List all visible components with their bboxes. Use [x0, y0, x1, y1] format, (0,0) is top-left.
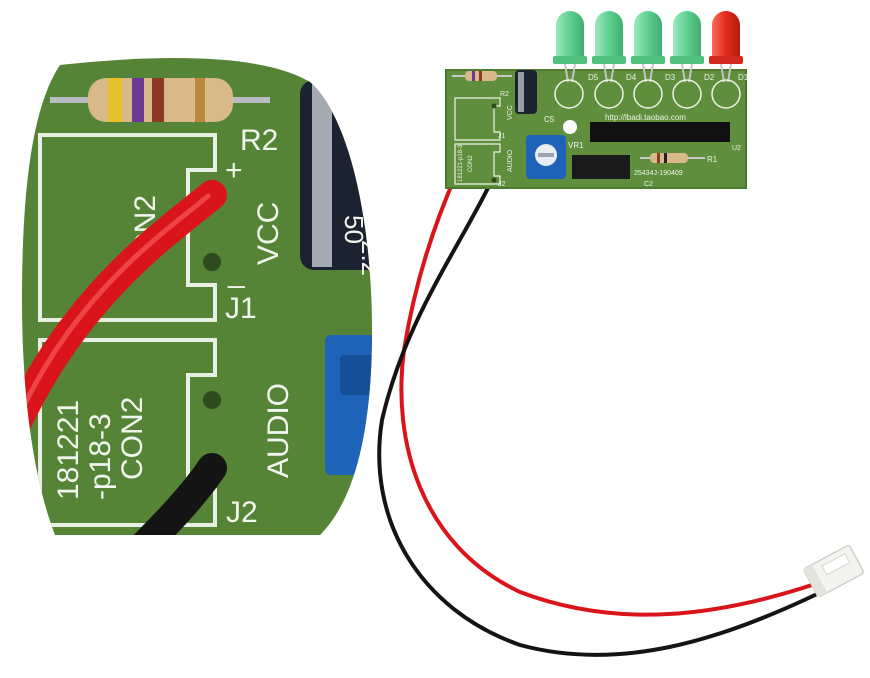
label-c5: C5: [544, 115, 555, 124]
label-part-code: 181221-p18-3: [458, 144, 464, 182]
pcb-board: D5 D4 D3 D2 D1 C5 U2 http://lbadi.taobao…: [445, 11, 749, 189]
label-j2: J2: [498, 181, 506, 188]
zoom-inset: 50 2.2 R2 + VCC _: [22, 58, 386, 536]
label-d3: D3: [665, 73, 676, 82]
label-u2: U2: [732, 145, 741, 152]
led-d3: [631, 11, 665, 83]
inset-label-plus: +: [225, 154, 243, 187]
label-vr1: VR1: [568, 141, 584, 150]
label-c2: C2: [644, 181, 653, 188]
led-d5: [553, 11, 587, 83]
label-d4: D4: [626, 73, 637, 82]
label-r1: R1: [707, 155, 718, 164]
inset-label-con2-bottom: CON2: [116, 397, 149, 480]
pcb-capacitor-c5: [515, 70, 537, 114]
inset-resistor: [50, 78, 270, 122]
jst-connector: [803, 545, 864, 598]
led-d4: [592, 11, 626, 83]
pcb-ic-u2: [590, 122, 730, 142]
label-url: http://lbadi.taobao.com: [605, 113, 686, 122]
pcb-connector-outlines: [454, 97, 501, 185]
label-r2: R2: [500, 91, 509, 98]
label-audio: AUDIO: [507, 149, 514, 172]
label-con2: CON2: [468, 155, 474, 172]
pcb-chip: [572, 155, 630, 179]
inset-label-minus: _: [227, 256, 246, 289]
label-d1: D1: [738, 73, 749, 82]
red-wire: [399, 104, 814, 617]
inset-label-j2: J2: [226, 496, 258, 529]
inset-black-wire: [115, 453, 227, 536]
label-vcc: VCC: [507, 105, 514, 120]
label-j1: J1: [498, 133, 506, 140]
led-d2: [670, 11, 704, 83]
label-d2: D2: [704, 73, 715, 82]
label-d5: D5: [588, 73, 599, 82]
inset-label-audio: AUDIO: [262, 383, 295, 478]
led-d1: [709, 11, 743, 83]
black-wire: [377, 178, 817, 657]
pcb-trimmer-vr1: [526, 135, 566, 179]
inset-label-part-code-1: 181221: [52, 400, 85, 500]
inset-capacitor: 50 2.2: [300, 80, 386, 276]
inset-label-r2: R2: [240, 124, 278, 157]
inset-label-vcc: VCC: [252, 202, 285, 265]
inset-cap-text-2: 2.2: [356, 240, 386, 276]
mounting-hole: [563, 120, 577, 134]
inset-trimmer: [325, 335, 372, 475]
led-row: [553, 11, 743, 83]
label-code: 25434J-190409: [634, 170, 683, 177]
inset-label-j1: J1: [225, 292, 257, 325]
pcb-resistor-r2: [452, 71, 512, 81]
inset-label-part-code-2: -p18-3: [84, 413, 117, 500]
pcb-resistor-r1: [640, 153, 705, 163]
led-footprints: [554, 79, 741, 109]
